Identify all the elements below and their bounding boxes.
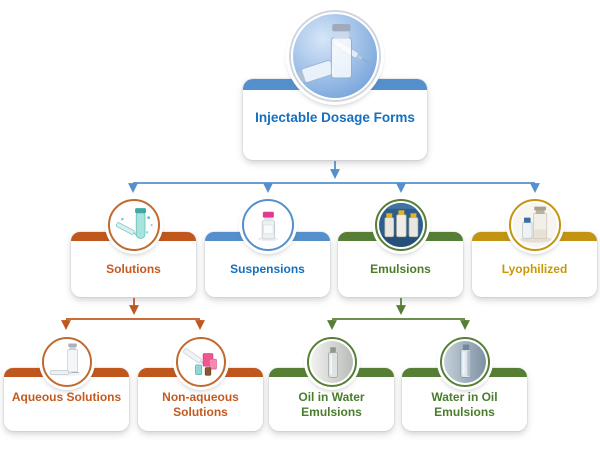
vial-and-syringe-icon [41,337,92,387]
suspensions-label: Suspensions [230,262,305,276]
root-label: Injectable Dosage Forms [255,110,415,125]
node-aqueous-solutions: Aqueous Solutions [4,337,129,431]
root-card: Injectable Dosage Forms [243,79,427,160]
teal-syringe-vial-icon [107,199,160,251]
oil-in-water-emulsions-label: Oil in Water Emulsions [298,390,365,419]
node-non-aqueous-solutions: Non-aqueous Solutions [138,337,263,431]
node-solutions: Solutions [71,199,196,297]
syringe-pink-vials-icon [175,337,226,387]
node-oil-in-water-emulsions: Oil in Water Emulsions [269,337,394,431]
solutions-label: Solutions [106,262,161,276]
connector-root-to-level2 [128,161,540,193]
node-lyophilized: Lyophilized [472,199,597,297]
connector-emulsions-to-children [327,298,470,330]
aqueous-solutions-label: Aqueous Solutions [11,390,122,404]
node-injectable-dosage-forms: Injectable Dosage Forms [243,10,427,160]
connector-solutions-to-children [61,298,205,330]
node-suspensions: Suspensions [205,199,330,297]
steel-bottle-icon [306,337,357,387]
vials-and-syringe-icon [289,10,381,102]
node-emulsions: Emulsions [338,199,463,297]
bottle-filling-line-icon [374,199,427,251]
glass-bottle-icon [439,337,490,387]
water-in-oil-emulsions-label: Water in Oil Emulsions [431,390,498,419]
freeze-dried-vials-icon [508,199,561,251]
pink-cap-vial-icon [241,199,294,251]
non-aqueous-solutions-label: Non-aqueous Solutions [162,390,239,419]
lyophilized-label: Lyophilized [501,262,568,276]
node-water-in-oil-emulsions: Water in Oil Emulsions [402,337,527,431]
emulsions-label: Emulsions [370,262,431,276]
